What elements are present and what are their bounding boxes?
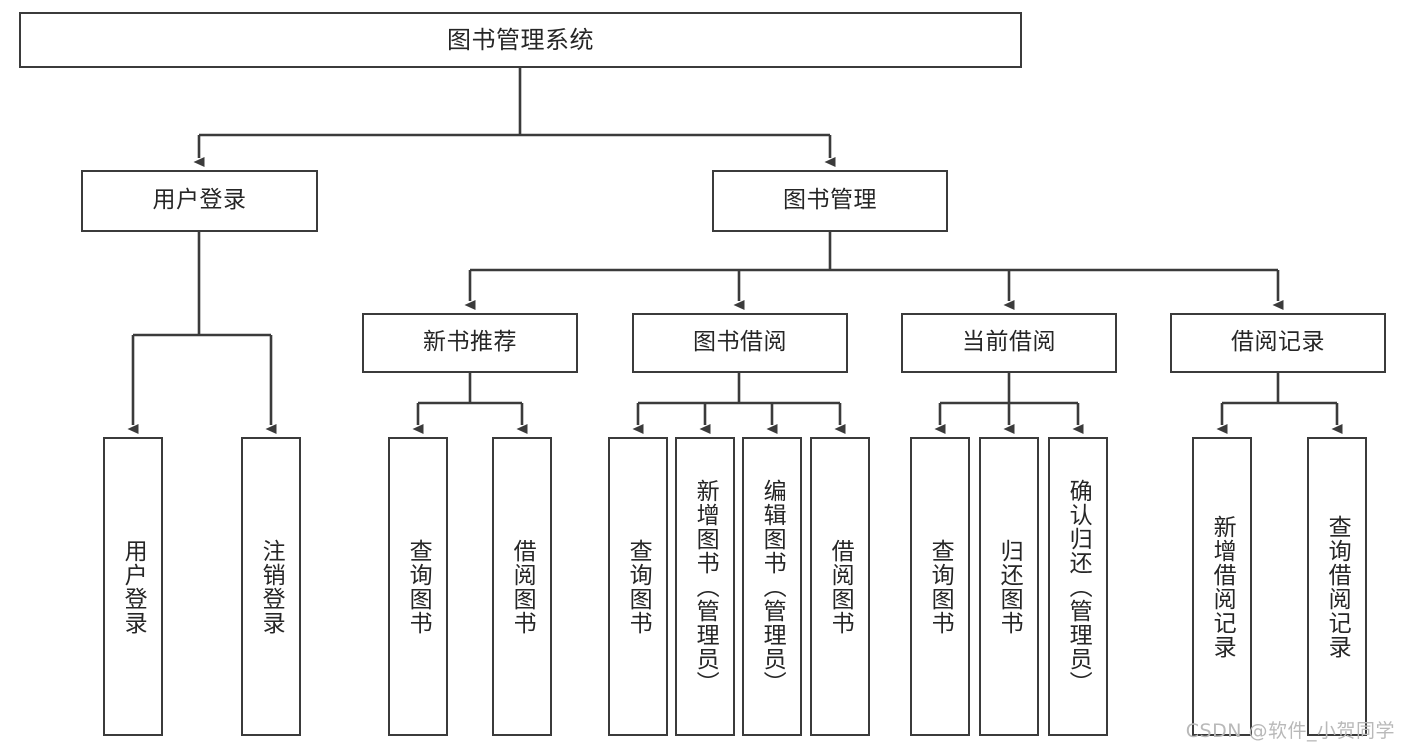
- node-label: 图书管理: [783, 187, 877, 214]
- node-leaf-new-book-query[interactable]: 查询图书: [388, 437, 448, 736]
- node-leaf-borrow-query[interactable]: 查询图书: [608, 437, 668, 736]
- node-leaf-borrow-borrow-book[interactable]: 借阅图书: [810, 437, 870, 736]
- node-label: 新增图书（管理员）: [692, 478, 719, 695]
- node-leaf-current-query[interactable]: 查询图书: [910, 437, 970, 736]
- node-leaf-current-return[interactable]: 归还图书: [979, 437, 1039, 736]
- node-leaf-user-login-logout[interactable]: 注销登录: [241, 437, 301, 736]
- node-label: 用户登录: [152, 187, 247, 214]
- node-label: 新增借阅记录: [1209, 514, 1236, 659]
- node-label: 新书推荐: [423, 329, 517, 356]
- node-label: 用户登录: [120, 538, 147, 635]
- node-label: 确认归还（管理员）: [1065, 478, 1092, 695]
- csdn-watermark: CSDN @软件_小贺同学: [1185, 720, 1395, 742]
- node-current-borrowing[interactable]: 当前借阅: [901, 313, 1117, 373]
- node-book-management[interactable]: 图书管理: [712, 170, 948, 232]
- node-leaf-user-login-login[interactable]: 用户登录: [103, 437, 163, 736]
- node-leaf-record-query[interactable]: 查询借阅记录: [1307, 437, 1367, 736]
- node-book-borrowing[interactable]: 图书借阅: [632, 313, 848, 373]
- node-root-book-management-system[interactable]: 图书管理系统: [19, 12, 1022, 68]
- node-label: 查询图书: [927, 538, 954, 635]
- node-label: 查询图书: [405, 538, 432, 635]
- node-label: 图书管理系统: [447, 25, 594, 54]
- node-label: 查询图书: [625, 538, 652, 635]
- node-label: 当前借阅: [962, 329, 1056, 356]
- node-leaf-record-add[interactable]: 新增借阅记录: [1192, 437, 1252, 736]
- node-label: 编辑图书（管理员）: [759, 478, 786, 695]
- node-label: 注销登录: [258, 538, 285, 635]
- node-label: 借阅记录: [1231, 329, 1325, 356]
- node-leaf-borrow-add-book[interactable]: 新增图书（管理员）: [675, 437, 735, 736]
- node-leaf-current-confirm-return[interactable]: 确认归还（管理员）: [1048, 437, 1108, 736]
- node-label: 图书借阅: [693, 329, 787, 356]
- node-leaf-new-book-borrow[interactable]: 借阅图书: [492, 437, 552, 736]
- node-user-login[interactable]: 用户登录: [81, 170, 318, 232]
- node-label: 借阅图书: [509, 538, 536, 635]
- node-label: 查询借阅记录: [1324, 514, 1351, 659]
- node-new-book-recommendation[interactable]: 新书推荐: [362, 313, 578, 373]
- node-borrowing-record[interactable]: 借阅记录: [1170, 313, 1386, 373]
- node-label: 借阅图书: [827, 538, 854, 635]
- node-label: 归还图书: [996, 538, 1023, 635]
- node-leaf-borrow-edit-book[interactable]: 编辑图书（管理员）: [742, 437, 802, 736]
